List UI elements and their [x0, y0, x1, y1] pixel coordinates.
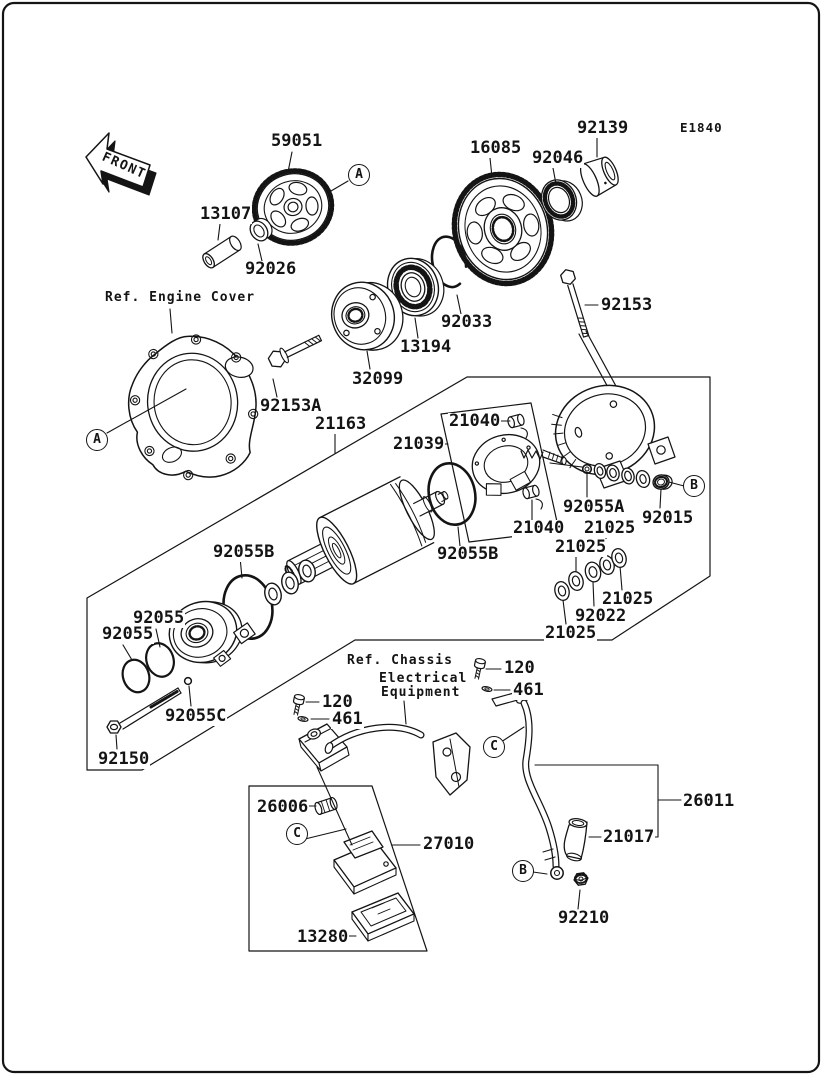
relay-holder-13280 [351, 892, 415, 942]
part-label-21017: 21017 [602, 827, 656, 847]
part-label-21040: 21040 [512, 518, 566, 538]
terminal-cap-21017 [563, 818, 588, 862]
o-ring-92055c [183, 676, 193, 686]
part-label-21025: 21025 [601, 589, 655, 609]
part-label-92022: 92022 [574, 606, 628, 626]
starter-end-housing [551, 384, 676, 489]
screw-120-right [473, 658, 486, 680]
terminal-spring [520, 449, 544, 460]
front-arrow: FRONT [85, 132, 157, 196]
part-label-ref-chassis: Ref. Chassis [346, 653, 454, 668]
part-label-92055c: 92055C [164, 706, 228, 726]
part-label-92139: 92139 [576, 118, 630, 138]
screw-120-left [292, 694, 305, 716]
gear-16085 [451, 171, 555, 287]
part-label-27010: 27010 [422, 834, 476, 854]
nut-92210 [573, 872, 589, 886]
starter-relay-27010 [333, 830, 397, 895]
part-label-92055a: 92055A [562, 497, 626, 517]
diagram-code: E1840 [679, 120, 724, 135]
part-label-21025: 21025 [544, 623, 598, 643]
part-label-120: 120 [321, 692, 354, 712]
bolt-92150 [106, 687, 182, 734]
collar-92026 [249, 217, 273, 242]
callout-a: A [86, 429, 108, 451]
housing-32099 [331, 281, 404, 351]
brush-cap-hook-bottom [535, 498, 543, 510]
part-label-92015: 92015 [641, 508, 695, 528]
part-label-59051: 59051 [270, 131, 324, 151]
terminal-washers [593, 462, 651, 489]
snap-ring-92033 [430, 235, 468, 289]
part-label-92026: 92026 [244, 259, 298, 279]
part-label-21163: 21163 [314, 414, 368, 434]
washer-461-right [481, 686, 493, 692]
bolt-axis-strip [578, 330, 618, 392]
part-label-120: 120 [503, 658, 536, 678]
engine-cover [127, 334, 259, 481]
brush-cap-21040-bottom [522, 484, 540, 500]
armature-shims [264, 559, 316, 606]
part-label-92033: 92033 [440, 312, 494, 332]
part-label-electrical: Electrical [378, 671, 469, 686]
callout-c: C [286, 823, 308, 845]
o-ring-92055a [581, 463, 593, 475]
callout-c: C [483, 736, 505, 758]
bolt-92153 [560, 269, 590, 338]
part-label-ref-engine-cover: Ref. Engine Cover [104, 290, 257, 305]
part-label-92153: 92153 [600, 295, 654, 315]
part-label-21025: 21025 [554, 537, 608, 557]
part-label-16085: 16085 [469, 138, 523, 158]
o-ring-92055b-right [427, 462, 477, 526]
part-label-92150: 92150 [97, 749, 151, 769]
o-ring-92055-2 [145, 642, 175, 678]
gear-59051 [251, 168, 335, 246]
part-label-21040: 21040 [448, 411, 502, 431]
callout-a: A [348, 164, 370, 186]
part-label-32099: 32099 [351, 369, 405, 389]
washer-461-left [297, 716, 309, 722]
part-label-92055b: 92055B [212, 542, 276, 562]
part-label-21025: 21025 [583, 518, 637, 538]
callout-b: B [683, 475, 705, 497]
part-label-21039: 21039 [392, 434, 446, 454]
part-label-92046: 92046 [531, 148, 585, 168]
brush-cap-21040-top [507, 413, 525, 429]
part-label-92055: 92055 [132, 608, 186, 628]
callout-b: B [512, 860, 534, 882]
part-label-92153a: 92153A [259, 396, 323, 416]
starter-end-cap [168, 600, 256, 667]
brush-cap-hook-top [520, 427, 528, 439]
part-label-92055b: 92055B [436, 544, 500, 564]
washer-series-21025-92022 [554, 547, 627, 602]
part-label-461: 461 [331, 709, 364, 729]
nut-92015 [652, 474, 673, 490]
brush-plate-21039 [471, 433, 567, 496]
part-label-92055: 92055 [101, 624, 155, 644]
clutch-13194 [386, 257, 445, 317]
part-label-13194: 13194 [399, 337, 453, 357]
armature [284, 476, 449, 585]
part-label-13107: 13107 [199, 204, 253, 224]
o-ring-92055-1 [121, 658, 151, 694]
part-label-equipment: Equipment [380, 685, 462, 700]
bushing-92139 [579, 156, 619, 197]
needle-bearing-92046 [540, 179, 583, 222]
bushing-13107 [202, 235, 242, 269]
battery-cable-26011 [491, 690, 564, 880]
part-label-461: 461 [512, 680, 545, 700]
part-label-26006: 26006 [256, 797, 310, 817]
part-label-92210: 92210 [557, 908, 611, 928]
part-label-13280: 13280 [296, 927, 350, 947]
bolt-92153a [267, 334, 323, 368]
relay-cable-assembly [298, 723, 471, 796]
part-label-26011: 26011 [682, 791, 736, 811]
